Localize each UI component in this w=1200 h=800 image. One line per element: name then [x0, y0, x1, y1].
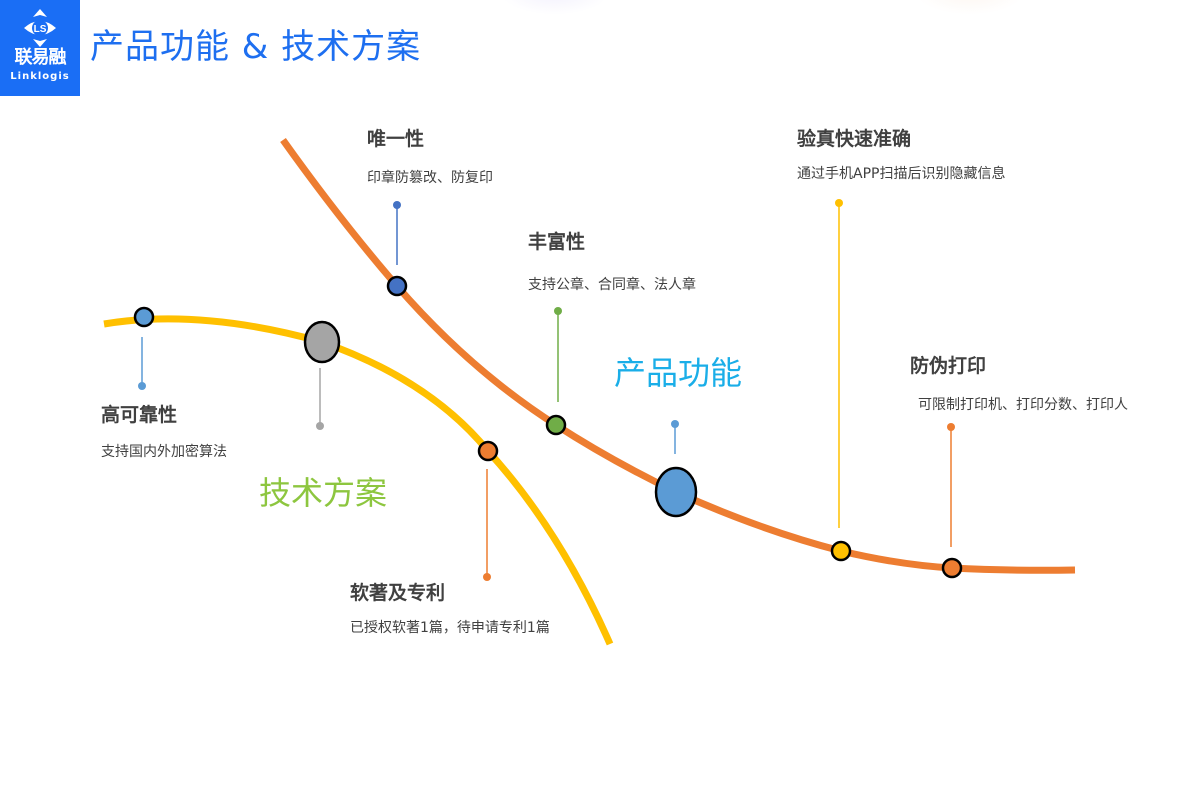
logo-name-en: Linklogis [10, 71, 70, 82]
decorative-glow-left [500, 0, 610, 15]
node-tech-hub [303, 320, 341, 364]
tech-curve-label: 技术方案 [259, 474, 388, 512]
feature-title-uniqueness: 唯一性 [367, 128, 425, 150]
feature-title-ip: 软著及专利 [350, 582, 446, 604]
feature-desc-uniqueness: 印章防篡改、防复印 [367, 170, 493, 186]
feature-desc-ip: 已授权软著1篇，待申请专利1篇 [350, 620, 550, 636]
logo-name-cn: 联易融 [14, 47, 67, 68]
decorative-glow-right [915, 0, 1025, 15]
node-ip [477, 440, 499, 462]
product-curve-label: 产品功能 [614, 354, 743, 392]
stem-uniqueness [393, 201, 401, 265]
page-title: 产品功能 & 技术方案 [90, 27, 422, 67]
feature-desc-richness: 支持公章、合同章、法人章 [528, 277, 696, 293]
stem-ip [483, 469, 491, 581]
stem-tech-hub [316, 368, 324, 430]
feature-title-richness: 丰富性 [528, 231, 586, 253]
feature-title-reliability: 高可靠性 [101, 404, 178, 426]
svg-text:LS: LS [34, 24, 47, 35]
node-uniqueness [386, 275, 408, 297]
feature-title-verification: 验真快速准确 [797, 128, 912, 150]
feature-title-anti-counterfeit-print: 防伪打印 [910, 355, 987, 377]
stem-richness [554, 307, 562, 402]
feature-desc-anti-counterfeit-print: 可限制打印机、打印分数、打印人 [918, 397, 1128, 413]
node-richness [545, 414, 567, 436]
logo-mark-icon: LS [24, 9, 56, 47]
stem-reliability [138, 337, 146, 390]
company-logo: LS 联易融 Linklogis [0, 0, 80, 96]
stem-product-hub [671, 420, 679, 454]
stem-anti-counterfeit-print [947, 423, 955, 547]
feature-desc-reliability: 支持国内外加密算法 [101, 444, 227, 460]
tech-curve [103, 315, 614, 646]
feature-desc-verification: 通过手机APP扫描后识别隐藏信息 [797, 166, 1006, 182]
node-anti-counterfeit-print [941, 557, 963, 579]
node-product-hub [654, 466, 698, 518]
node-reliability [133, 306, 155, 328]
stem-verification [835, 199, 843, 528]
node-verification [830, 540, 852, 562]
